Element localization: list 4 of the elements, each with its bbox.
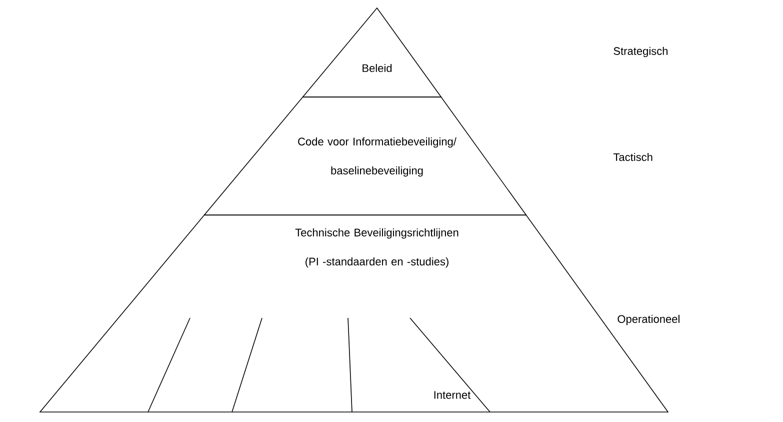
- column-item: Internet: [434, 391, 471, 399]
- level-label: Operationeel: [618, 314, 680, 326]
- level-label: Tactisch: [613, 152, 652, 162]
- level-label: Strategisch: [614, 46, 668, 58]
